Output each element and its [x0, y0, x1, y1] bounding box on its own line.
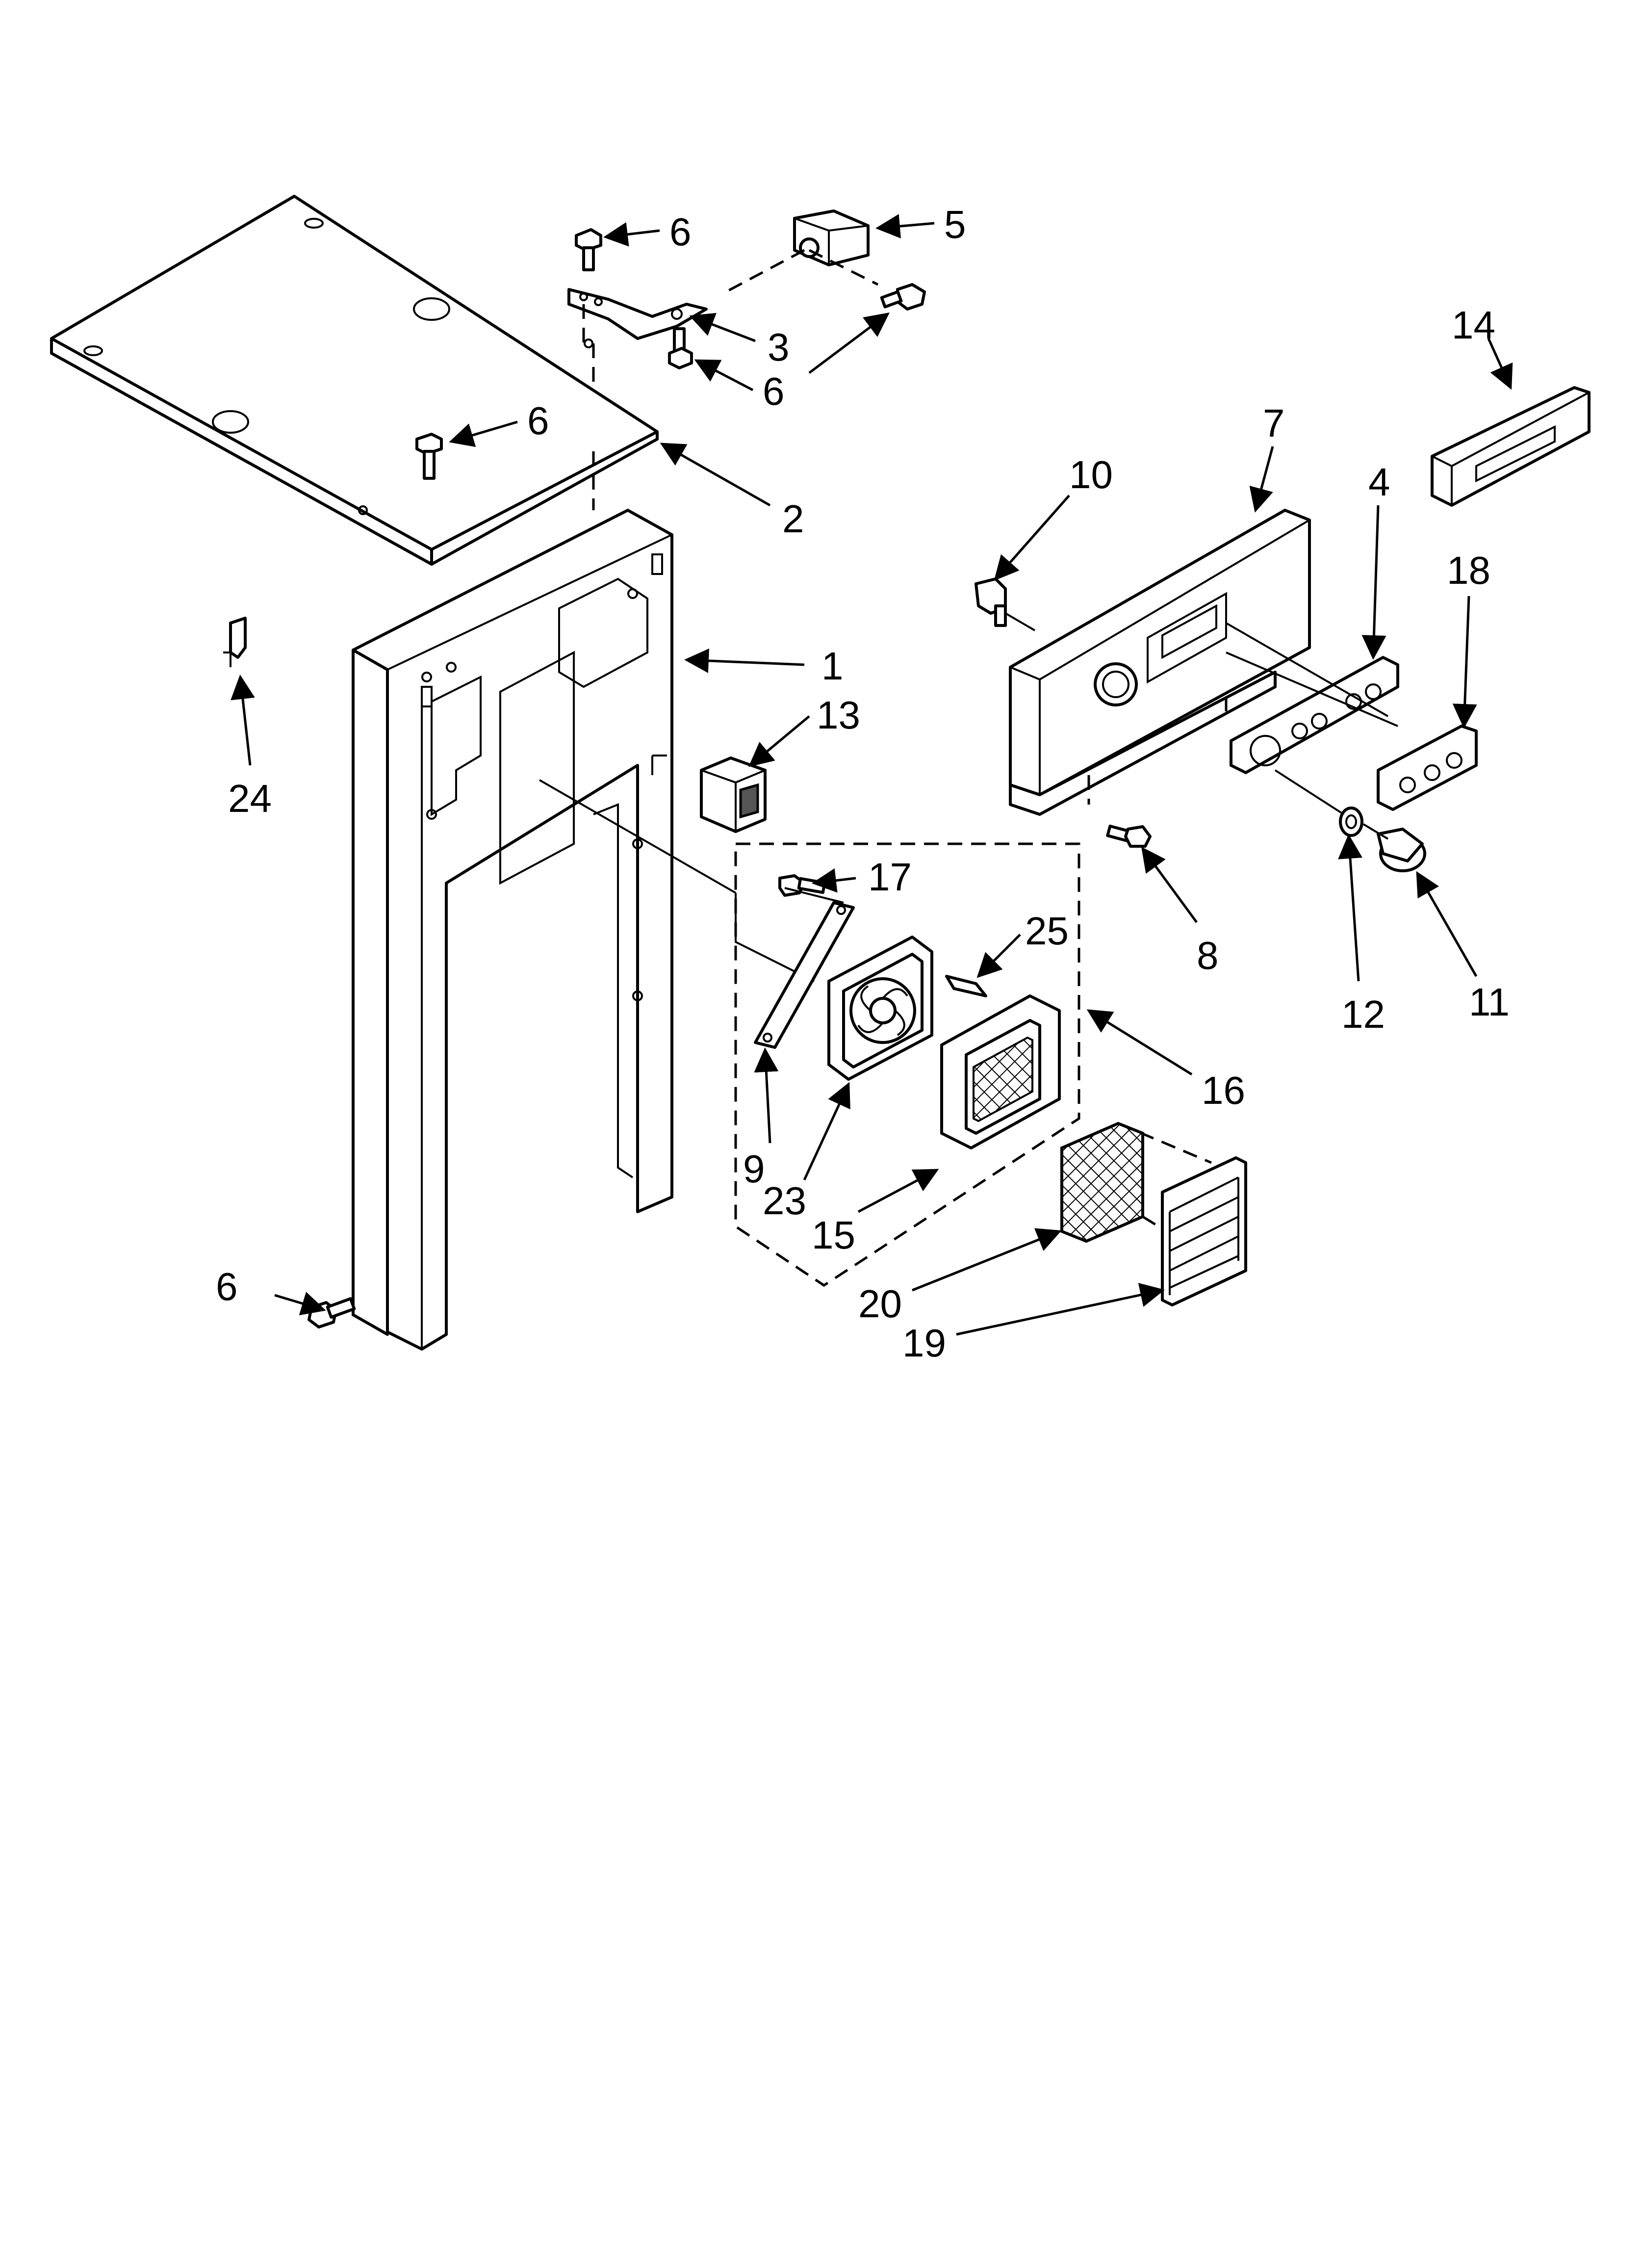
- screw-6-cover: [415, 433, 443, 480]
- sensor-10: [975, 577, 1007, 627]
- screw-6-top: [575, 228, 602, 271]
- callout-16: 16: [1202, 1069, 1245, 1112]
- callout-17: 17: [868, 855, 912, 899]
- callout-25: 25: [1025, 909, 1069, 953]
- callout-6: 6: [527, 399, 549, 443]
- knob-seal-12: [1339, 807, 1363, 837]
- mounting-strip-9: [754, 901, 855, 1049]
- callout-10: 10: [1069, 453, 1113, 496]
- sensor-block: [793, 209, 870, 266]
- callout-2: 2: [782, 497, 804, 541]
- top-cover-plate: [50, 195, 659, 566]
- trim-piece-14: [1431, 386, 1591, 507]
- clip-25: [945, 975, 987, 997]
- callout-4: 4: [1368, 460, 1390, 504]
- callout-9: 9: [743, 1147, 765, 1191]
- callout-8: 8: [1197, 934, 1219, 977]
- screw-8: [1106, 824, 1152, 848]
- callout-12: 12: [1341, 992, 1385, 1036]
- knob-11: [1377, 828, 1426, 872]
- screw-6-bracket-bottom: [668, 327, 693, 369]
- callout-labels: 6 5 3 6 6 2 1 13 24 17 25 9 23 15 16 20 …: [216, 203, 1510, 1365]
- side-panel-frame: [352, 509, 673, 1351]
- callout-7: 7: [1263, 401, 1285, 445]
- callout-5: 5: [944, 203, 966, 246]
- screw-6-bracket-right: [880, 283, 926, 311]
- fan-23: [827, 936, 933, 1081]
- callout-6: 6: [669, 210, 692, 254]
- rocker-switch-13: [700, 756, 767, 833]
- callout-23: 23: [763, 1179, 806, 1223]
- callout-6: 6: [763, 369, 785, 413]
- callout-14: 14: [1452, 303, 1495, 347]
- callout-19: 19: [902, 1321, 946, 1365]
- callout-1: 1: [821, 644, 844, 688]
- grille-19: [1161, 1156, 1247, 1306]
- callout-3: 3: [768, 325, 790, 369]
- callout-6: 6: [216, 1265, 238, 1308]
- callout-15: 15: [812, 1213, 855, 1257]
- callout-20: 20: [858, 1282, 902, 1326]
- callout-18: 18: [1447, 548, 1490, 592]
- clip-24: [223, 617, 247, 667]
- callout-11: 11: [1469, 980, 1510, 1024]
- filter-20: [1060, 1121, 1144, 1243]
- leader-lines: [231, 214, 1513, 1336]
- callout-24: 24: [228, 777, 272, 820]
- control-panel-7: [1009, 509, 1311, 816]
- callout-13: 13: [817, 693, 860, 737]
- screw-6-bottom: [308, 1297, 356, 1329]
- fan-housing-15: [940, 994, 1061, 1149]
- control-board-18: [1377, 725, 1478, 811]
- fan-assembly-boundary: [734, 842, 1080, 1287]
